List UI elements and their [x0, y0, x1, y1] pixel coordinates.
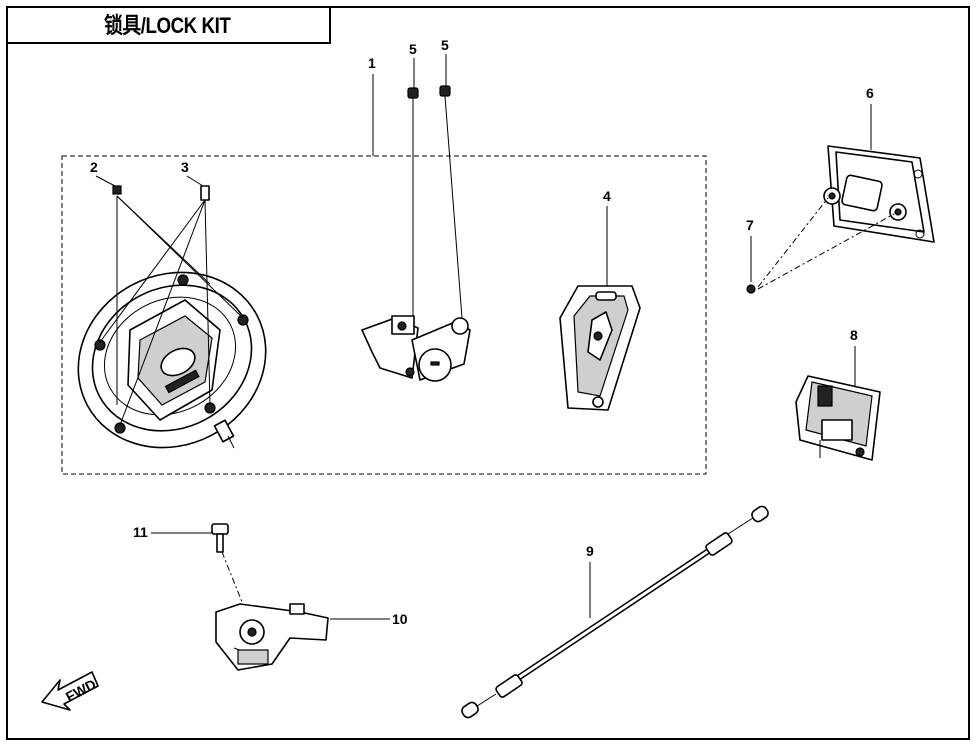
nut-5a: [407, 87, 419, 99]
key-fob: [559, 285, 641, 411]
release-cable: [461, 505, 769, 719]
callout-4: 4: [603, 188, 611, 204]
callout-2: 2: [90, 159, 98, 175]
bolt-install-line: [221, 551, 251, 623]
control-module: [823, 145, 935, 243]
callout-7: 7: [746, 217, 754, 233]
title-box: 锁具/LOCK KIT: [6, 6, 331, 44]
callout-1: 1: [368, 55, 376, 71]
screw-7: [746, 284, 756, 294]
flange-bolt: [211, 523, 229, 553]
leader-3: [186, 175, 204, 187]
ignition-switch: [361, 315, 471, 382]
diagram-frame: [6, 6, 970, 740]
callout-3: 3: [181, 159, 189, 175]
screw-7-install-line-a: [757, 197, 829, 288]
screw-2: [112, 185, 122, 195]
fuel-cap-lock: [77, 271, 267, 449]
kit-group-box: [61, 155, 707, 475]
screw-3: [200, 185, 210, 201]
callout-6: 6: [866, 85, 874, 101]
callout-10: 10: [392, 611, 408, 627]
page-title: 锁具/LOCK KIT: [104, 13, 231, 38]
leader-2: [95, 175, 116, 187]
screw-install-lines: [99, 195, 244, 426]
screw-7-install-line-b: [757, 213, 895, 290]
lock-bracket: [215, 603, 329, 671]
nut-5b: [439, 85, 451, 97]
callout-5a: 5: [409, 41, 417, 57]
nut-5b-install-line: [444, 95, 463, 319]
callout-9: 9: [586, 543, 594, 559]
forward-direction-arrow: FWD: [41, 671, 99, 711]
callout-5b: 5: [441, 37, 449, 53]
callout-11: 11: [133, 524, 148, 540]
receiver-module: [795, 375, 881, 461]
callout-8: 8: [850, 327, 858, 343]
